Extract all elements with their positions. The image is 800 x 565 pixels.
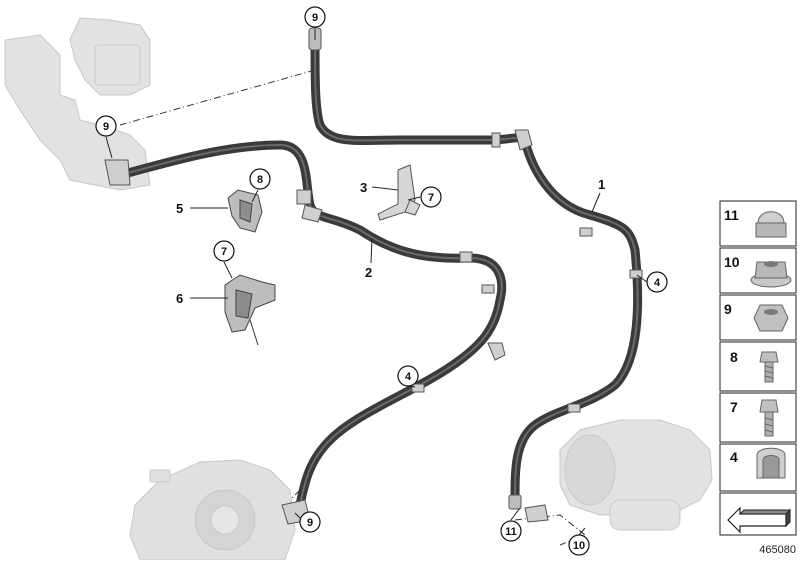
screw-icon <box>759 351 779 383</box>
legend-box-4: 4 <box>719 443 797 492</box>
svg-text:9: 9 <box>307 517 313 529</box>
callout-3: 3 <box>360 180 367 195</box>
battery-distributor-ghost <box>4 17 151 191</box>
clip-5 <box>227 189 263 233</box>
callout-2: 2 <box>365 265 372 280</box>
svg-text:4: 4 <box>654 277 661 289</box>
circled-callout-7-lower: 7 <box>213 240 235 262</box>
cable-1 <box>308 27 643 523</box>
parts-legend: 11 10 9 8 <box>719 200 797 536</box>
flanged-nut-icon <box>750 261 792 288</box>
reference-number: 465080 <box>759 544 796 556</box>
legend-box-9: 9 <box>719 294 797 341</box>
bracket-3 <box>377 164 421 221</box>
svg-text:4: 4 <box>730 449 738 465</box>
circled-callout-9-left: 9 <box>95 115 117 137</box>
callout-6: 6 <box>176 291 183 306</box>
legend-box-arrow <box>719 492 797 536</box>
circled-callout-8: 8 <box>249 168 271 190</box>
svg-text:8: 8 <box>730 349 738 365</box>
svg-text:10: 10 <box>573 540 585 552</box>
circled-callout-4-middle: 4 <box>397 365 419 387</box>
hex-nut-icon <box>753 304 789 332</box>
circled-callout-10: 10 <box>568 534 590 556</box>
svg-text:9: 9 <box>312 12 318 24</box>
circled-callout-11: 11 <box>500 520 522 542</box>
callout-5: 5 <box>176 201 183 216</box>
legend-box-10: 10 <box>719 247 797 294</box>
circled-callout-9-top: 9 <box>304 6 326 28</box>
svg-text:11: 11 <box>724 207 739 223</box>
svg-text:4: 4 <box>405 371 412 383</box>
svg-text:9: 9 <box>103 121 109 133</box>
cap-nut-icon <box>755 211 787 238</box>
cable-clip-icon <box>756 447 786 479</box>
starter-motor-ghost <box>559 419 713 531</box>
svg-text:11: 11 <box>505 526 517 538</box>
svg-text:7: 7 <box>428 192 434 204</box>
legend-box-8: 8 <box>719 341 797 392</box>
legend-box-7: 7 <box>719 392 797 443</box>
legend-box-11: 11 <box>719 200 797 247</box>
cable-2 <box>104 140 507 525</box>
circled-callout-4-right: 4 <box>646 271 668 293</box>
svg-text:7: 7 <box>221 246 227 258</box>
clip-6 <box>224 274 276 346</box>
svg-text:10: 10 <box>724 254 740 270</box>
circled-callout-7-upper: 7 <box>420 186 442 208</box>
arrow-icon <box>727 506 792 534</box>
callout-1: 1 <box>598 177 605 192</box>
svg-text:9: 9 <box>724 301 732 317</box>
svg-text:7: 7 <box>730 399 738 415</box>
circled-callout-9-bottom: 9 <box>299 511 321 533</box>
svg-text:8: 8 <box>257 174 263 186</box>
alternator-ghost <box>129 459 296 561</box>
bolt-icon <box>759 399 779 437</box>
leader-lines <box>105 29 648 536</box>
